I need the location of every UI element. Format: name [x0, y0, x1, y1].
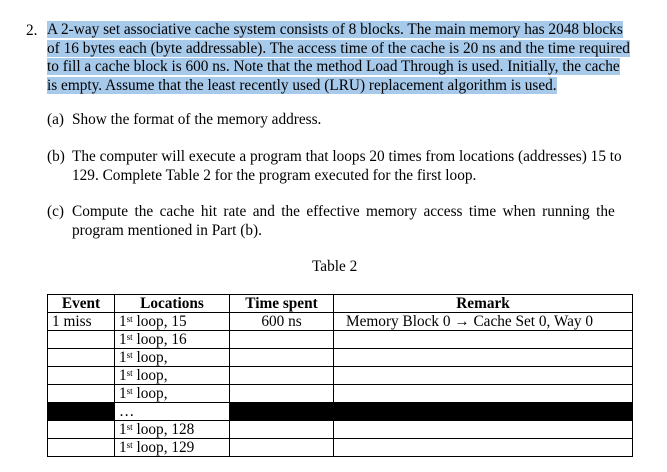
question-intro: A 2-way set associative cache system con…: [47, 21, 651, 95]
loop-ordinal: 1: [119, 313, 127, 330]
loop-location: loop, 16: [132, 331, 187, 348]
ordinal-suffix: st: [126, 314, 133, 324]
locations-cell: 1st loop, 128: [114, 420, 230, 439]
loop-location: loop,: [132, 385, 168, 402]
time-cell: [229, 402, 334, 421]
loop-ordinal: 1: [119, 385, 127, 402]
header-remark: Remark: [333, 294, 633, 313]
table-caption: Table 2: [312, 258, 358, 275]
table-header-row: Event Locations Time spent Remark: [47, 294, 633, 313]
loop-location: loop, 15: [132, 313, 187, 330]
locations-cell: 1st loop,: [114, 348, 230, 367]
time-cell: [229, 348, 334, 367]
table-row: 1st loop,: [47, 384, 633, 403]
part-text: Show the format of the memory address.: [72, 111, 322, 128]
header-event: Event: [47, 294, 115, 313]
event-cell: 1 miss: [47, 312, 115, 331]
ordinal-suffix: st: [126, 422, 133, 432]
part-text: Compute the cache hit rate and the effec…: [72, 203, 615, 220]
time-cell: [229, 366, 334, 385]
part-label: (b): [47, 148, 65, 165]
table-row: …: [47, 402, 633, 421]
loop-ordinal: 1: [119, 367, 127, 384]
part-c: (c) Compute the cache hit rate and the e…: [47, 203, 657, 243]
remark-cell: [333, 384, 633, 403]
part-label: (c): [47, 203, 64, 220]
event-cell: [47, 402, 115, 421]
event-cell: [47, 330, 115, 349]
loop-location: loop,: [132, 367, 168, 384]
loop-location: loop, 128: [132, 421, 195, 438]
intro-line: to fill a cache block is 600 ns. Note th…: [47, 58, 620, 75]
table-row: 1st loop, 129: [47, 438, 633, 457]
intro-line: is empty. Assume that the least recently…: [47, 76, 557, 94]
loop-ordinal: 1: [119, 331, 127, 348]
locations-cell: 1st loop,: [114, 384, 230, 403]
header-time-spent: Time spent: [229, 294, 334, 313]
time-cell: [229, 438, 334, 457]
loop-location: loop,: [132, 349, 168, 366]
locations-cell: 1st loop,: [114, 366, 230, 385]
locations-cell: 1st loop, 129: [114, 438, 230, 457]
event-cell: [47, 366, 115, 385]
loop-location: …: [119, 403, 135, 420]
time-cell: 600 ns: [229, 312, 334, 331]
remark-cell: [333, 420, 633, 439]
locations-cell: 1st loop, 15: [114, 312, 230, 331]
part-a: (a) Show the format of the memory addres…: [47, 111, 657, 131]
intro-line: of 16 bytes each (byte addressable). The…: [47, 39, 630, 57]
cache-table: Event Locations Time spent Remark 1 miss…: [47, 294, 633, 457]
time-cell: [229, 330, 334, 349]
loop-location: loop, 129: [132, 439, 195, 456]
question-number: 2.: [26, 22, 38, 39]
table-row: 1st loop,: [47, 366, 633, 385]
part-label: (a): [47, 111, 64, 128]
remark-cell: Memory Block 0 → Cache Set 0, Way 0: [333, 312, 633, 331]
part-text: The computer will execute a program that…: [72, 148, 622, 165]
time-cell: [229, 384, 334, 403]
ordinal-suffix: st: [126, 350, 133, 360]
intro-line: A 2-way set associative cache system con…: [47, 21, 623, 38]
loop-ordinal: 1: [119, 439, 127, 456]
ordinal-suffix: st: [126, 368, 133, 378]
part-text: program mentioned in Part (b).: [72, 221, 262, 239]
locations-cell: …: [114, 402, 230, 421]
part-b: (b) The computer will execute a program …: [47, 148, 657, 188]
loop-ordinal: 1: [119, 421, 127, 438]
part-text: 129. Complete Table 2 for the program ex…: [72, 166, 477, 184]
remark-cell: [333, 366, 633, 385]
header-locations: Locations: [114, 294, 230, 313]
event-cell: [47, 384, 115, 403]
ordinal-suffix: st: [126, 386, 133, 396]
table-row: 1st loop, 128: [47, 420, 633, 439]
table-row: 1st loop, 16: [47, 330, 633, 349]
event-cell: [47, 420, 115, 439]
ordinal-suffix: st: [126, 440, 133, 450]
remark-cell: [333, 402, 633, 421]
remark-cell: [333, 348, 633, 367]
table-row: 1st loop,: [47, 348, 633, 367]
remark-cell: [333, 438, 633, 457]
event-cell: [47, 438, 115, 457]
locations-cell: 1st loop, 16: [114, 330, 230, 349]
loop-ordinal: 1: [119, 349, 127, 366]
ordinal-suffix: st: [126, 332, 133, 342]
event-cell: [47, 348, 115, 367]
time-cell: [229, 420, 334, 439]
remark-cell: [333, 330, 633, 349]
